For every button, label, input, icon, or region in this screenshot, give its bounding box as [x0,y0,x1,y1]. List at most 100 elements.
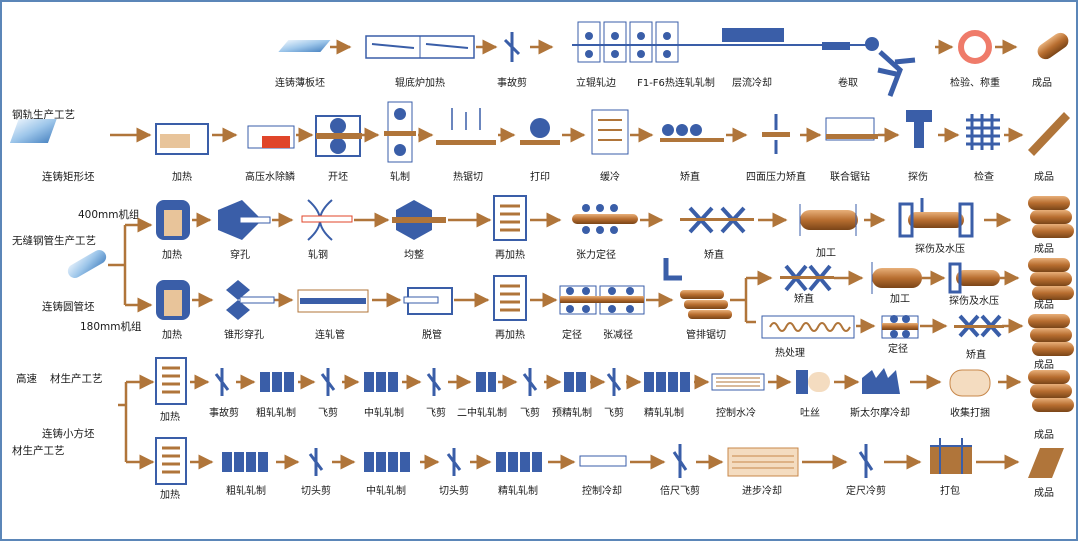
label-r5-finishing: 精轧轧制 [644,406,684,419]
label-coiling: 卷取 [838,76,858,89]
round-blank-label: 连铸圆管坯 [42,300,95,313]
label-r5-crop-shear: 事故剪 [209,406,239,419]
wire-process-label-1: 高速 [16,372,37,385]
label-product-7: 成品 [1034,487,1054,499]
wire-process-label-2: 材生产工艺 [50,372,103,385]
r5-crop-shear-icon [214,368,230,396]
mill-400-label: 400mm机组 [78,208,140,221]
r5-flying-shear-4-icon [606,368,622,396]
label-r4b-sizing: 定径 [888,342,908,355]
stamping-icon [520,118,560,145]
label-extraction: 脱管 [422,328,442,341]
label-packing: 打包 [940,484,960,497]
label-multiple-length-shear: 倍尺飞剪 [660,484,700,497]
label-product-4: 成品 [1034,299,1054,311]
cone-piercing-icon [226,280,275,320]
label-r5-pre-finishing: 预精轧制 [552,406,592,419]
finished-rail-icon [1028,112,1070,156]
r5-flying-shear-2-icon [426,368,442,396]
label-tension-sizing: 张力定径 [576,248,616,261]
rail-blank-icon [9,119,57,143]
r4b-sizing-icon [881,315,919,339]
label-r6-intermediate: 中轧轧制 [366,484,406,497]
rolling-stand-icon [384,101,416,163]
extraction-icon [403,287,453,315]
reeling-icon [392,200,446,240]
label-slow-cooling: 缓冷 [600,170,620,183]
water-cooling-icon [711,373,765,391]
label-saw-drill: 联合锯钻 [830,170,870,183]
r4-machining-icon [871,262,922,294]
mill-180-label: 180mm机组 [80,320,142,333]
r4-straightener-icon [780,264,834,292]
r5-flying-shear-3-icon [522,368,538,396]
multiple-length-shear-icon [672,444,688,478]
laying-head-icon [796,370,830,394]
rail-process-label: 钢轨生产工艺 [12,108,75,121]
r5-product-icon [1028,370,1074,412]
label-r2-heating: 加热 [172,170,192,183]
seamless-process-label: 无缝钢管生产工艺 [12,234,96,247]
pipe-rolling-icon [301,199,353,241]
label-r4-hydro-test: 探伤及水压 [949,294,999,307]
label-r2-straightening: 矫直 [680,170,700,183]
label-stretch-reducing: 张减径 [603,328,633,341]
intermediate-mill-icon [364,372,398,392]
row2-icons [155,101,1070,163]
roughing-mill-icon [260,372,294,392]
label-piercing: 穿孔 [230,248,250,261]
label-controlled-cooling: 控制冷却 [582,484,622,497]
label-cold-shear: 定尺冷剪 [846,484,886,497]
r6-heating-icon [155,437,187,485]
r6-finishing-icon [496,452,542,472]
label-r5-heating: 加热 [160,410,180,423]
label-r5-flying-shear-4: 飞剪 [604,406,624,419]
piercing-icon [218,200,271,240]
inspection-grid-icon [966,114,1000,150]
label-pipe-rolling: 轧钢 [308,248,328,261]
label-r5-roughing: 粗轧轧制 [256,406,296,419]
pre-finishing-icon [564,372,586,392]
label-inspection: 检验、称重 [950,76,1000,89]
cold-shear-icon [858,444,874,478]
label-r5-flying-shear-1: 飞剪 [318,406,338,419]
label-edger: 立辊轧边 [576,76,616,89]
label-product-5: 成品 [1034,359,1054,371]
r6-intermediate-icon [364,452,410,472]
label-flaw-detection: 探伤 [908,170,928,183]
label-r6-roughing: 粗轧轧制 [226,484,266,497]
stelmor-icon [862,368,900,394]
r6-roughing-icon [222,452,268,472]
r6-crop-shear-2-icon [446,448,462,476]
thin-slab-icon [278,40,331,52]
edger-finishing-mill-icon [572,21,868,63]
r4-heating-icon [156,280,190,320]
label-crop-shear: 事故剪 [497,76,527,89]
r6-product-icon [1028,448,1064,478]
label-hot-saw: 热锯切 [453,170,483,183]
label-product-2: 成品 [1034,171,1054,183]
billet-label: 连铸小方坯 [42,427,95,440]
bar-process-label: 材生产工艺 [12,444,65,457]
label-pipe-sawing: 管排锯切 [686,328,726,341]
inspection-ring-icon [958,30,992,64]
sizing-mill-icon [572,204,638,234]
label-r5-intermediate: 中轧轧制 [364,406,404,419]
label-heat-treatment: 热处理 [775,346,805,359]
label-r5-flying-shear-2: 飞剪 [426,406,446,419]
roller-furnace-icon [365,35,475,59]
coiler-icon [822,37,916,97]
label-reeling: 均整 [404,248,424,261]
branch-connectors [108,127,155,470]
label-stelmor: 斯太尔摩冷却 [850,406,910,419]
row6-icons [155,437,1064,485]
stepped-cooling-icon [727,447,799,477]
label-thin-slab: 连铸薄板坯 [275,76,325,89]
label-r6-crop-shear-1: 切头剪 [301,484,331,497]
label-rolling: 轧制 [390,170,410,183]
label-water-cooling: 控制水冷 [716,406,756,419]
row4-icons [156,258,1074,356]
label-r4-heating: 加热 [162,328,182,341]
label-product-6: 成品 [1034,429,1054,441]
r3-machining-icon [799,204,858,236]
